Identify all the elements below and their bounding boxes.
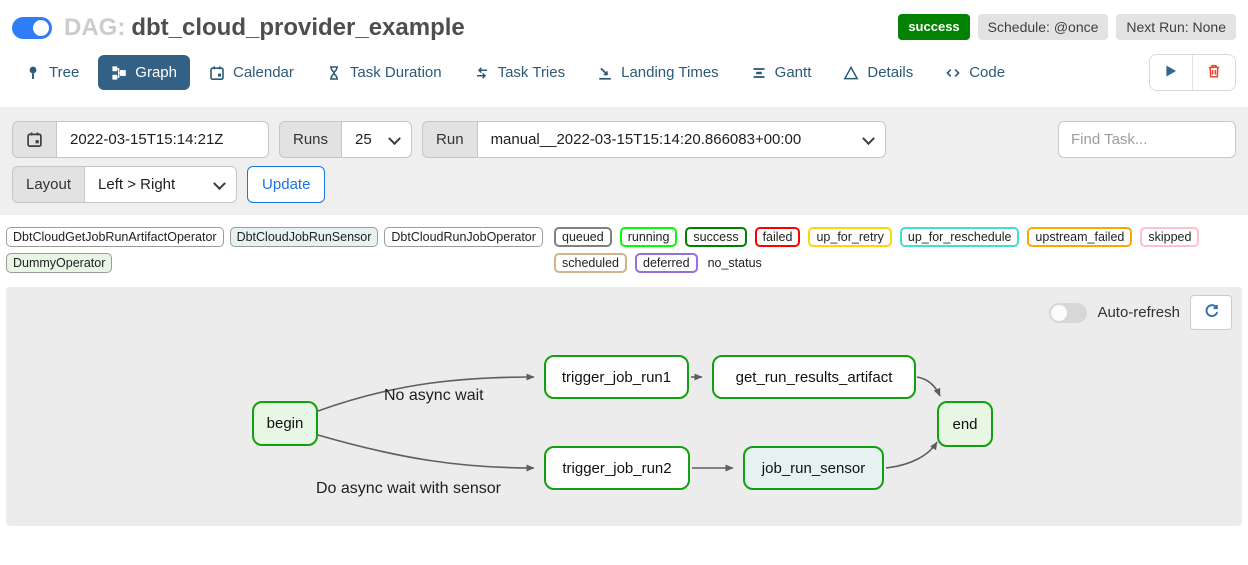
status-badge-success: success xyxy=(685,227,747,247)
dag-prefix: DAG: xyxy=(64,14,126,41)
next-run-badge: Next Run: None xyxy=(1116,14,1236,40)
status-badge-no_status: no_status xyxy=(705,253,764,273)
run-select[interactable]: manual__2022-03-15T15:14:20.866083+00:00 xyxy=(477,121,886,158)
status-badge: success xyxy=(898,14,970,40)
base-date-group xyxy=(12,121,269,158)
gantt-icon xyxy=(751,65,767,81)
filter-row-1: Runs 25 Run manual__2022-03-15T15:14:20.… xyxy=(12,121,1236,158)
graph-node-begin[interactable]: begin xyxy=(252,401,318,446)
dag-action-group xyxy=(1149,54,1236,91)
operator-badge: DbtCloudRunJobOperator xyxy=(384,227,543,247)
auto-refresh-knob xyxy=(1051,304,1068,321)
details-icon xyxy=(843,65,859,81)
edge-label: Do async wait with sensor xyxy=(316,480,501,497)
schedule-badge: Schedule: @once xyxy=(977,14,1109,40)
find-task-input[interactable] xyxy=(1058,121,1236,158)
view-tabbar: Tree Graph Calendar Task Duration Task Tries… xyxy=(0,46,1248,97)
tab-task-tries[interactable]: Task Tries xyxy=(461,55,579,90)
tab-label: Tree xyxy=(49,64,80,81)
edge-begin-to-trigger_job_run2 xyxy=(317,434,535,472)
layout-label: Layout xyxy=(12,166,86,203)
tab-label: Gantt xyxy=(774,64,812,81)
page-title: DAG:dbt_cloud_provider_example xyxy=(64,14,465,42)
tab-label: Code xyxy=(969,64,1006,81)
tab-label: Task Duration xyxy=(349,64,442,81)
status-badge-up_for_retry: up_for_retry xyxy=(808,227,892,247)
dag-edges xyxy=(317,373,941,472)
code-icon xyxy=(945,65,961,81)
status-badge-running: running xyxy=(619,227,678,247)
tree-icon xyxy=(25,65,41,81)
base-date-input[interactable] xyxy=(70,131,255,148)
auto-refresh-toggle[interactable] xyxy=(1049,302,1088,323)
layout-select[interactable]: Left > Right xyxy=(85,166,238,203)
status-legend: queued running success failed up_for_retry up… xyxy=(554,227,1242,273)
tab-graph[interactable]: Graph xyxy=(98,55,190,90)
status-badge-up_for_reschedule: up_for_reschedule xyxy=(899,227,1020,247)
graph-node-get_run_results_artifact[interactable]: get_run_results_artifact xyxy=(712,355,916,399)
status-badge-deferred: deferred xyxy=(635,253,698,273)
tab-label: Landing Times xyxy=(621,64,719,81)
hourglass-icon xyxy=(326,65,342,81)
trigger-dag-button[interactable] xyxy=(1150,55,1192,90)
dag-graph-canvas[interactable]: Auto-refresh begin trigger_job_run1 get_ru… xyxy=(6,287,1242,526)
toggle-knob xyxy=(33,20,49,36)
update-button[interactable]: Update xyxy=(247,166,326,203)
operator-badge: DbtCloudJobRunSensor xyxy=(229,227,379,247)
status-badge-skipped: skipped xyxy=(1140,227,1200,247)
tab-code[interactable]: Code xyxy=(932,55,1018,90)
graph-controls: Auto-refresh xyxy=(1049,295,1232,330)
graph-node-job_run_sensor[interactable]: job_run_sensor xyxy=(743,446,884,490)
tab-gantt[interactable]: Gantt xyxy=(738,55,825,90)
status-badge-upstream_failed: upstream_failed xyxy=(1027,227,1133,247)
dag-pause-toggle[interactable] xyxy=(12,17,52,39)
edge-label: No async wait xyxy=(384,387,484,404)
runs-group: Runs 25 xyxy=(279,121,413,158)
tab-label: Task Tries xyxy=(497,64,566,81)
tab-list: Tree Graph Calendar Task Duration Task Tries… xyxy=(12,55,1018,90)
runs-select[interactable]: 25 xyxy=(342,121,413,158)
tab-task-duration[interactable]: Task Duration xyxy=(313,55,455,90)
landing-icon xyxy=(597,65,613,81)
status-badge-queued: queued xyxy=(554,227,612,247)
tab-label: Details xyxy=(867,64,914,81)
graph-icon xyxy=(111,65,127,81)
tab-landing-times[interactable]: Landing Times xyxy=(584,55,732,90)
filter-panel: Runs 25 Run manual__2022-03-15T15:14:20.… xyxy=(0,107,1248,215)
edge-job_run_sensor-to-end xyxy=(885,441,938,469)
graph-node-trigger_job_run2[interactable]: trigger_job_run2 xyxy=(544,446,690,490)
operator-badge: DbtCloudGetJobRunArtifactOperator xyxy=(6,227,224,247)
tab-details[interactable]: Details xyxy=(830,55,926,90)
calendar-picker-icon[interactable] xyxy=(12,121,57,158)
header-badges: success Schedule: @once Next Run: None xyxy=(898,14,1236,40)
tab-tree[interactable]: Tree xyxy=(12,55,92,90)
filter-row-2: Layout Left > Right Update xyxy=(12,166,1236,203)
auto-refresh-label: Auto-refresh xyxy=(1097,304,1180,321)
run-label: Run xyxy=(422,121,478,158)
operator-badge: DummyOperator xyxy=(6,253,113,273)
run-group: Run manual__2022-03-15T15:14:20.866083+0… xyxy=(422,121,886,158)
delete-dag-button[interactable] xyxy=(1192,55,1235,90)
runs-label: Runs xyxy=(279,121,343,158)
graph-node-trigger_job_run1[interactable]: trigger_job_run1 xyxy=(544,355,689,399)
refresh-button[interactable] xyxy=(1190,295,1232,330)
trash-icon xyxy=(1206,63,1222,82)
tab-label: Graph xyxy=(135,64,177,81)
dag-header: DAG:dbt_cloud_provider_example success S… xyxy=(0,0,1248,46)
calendar-icon xyxy=(209,65,225,81)
edge-get_run_results_artifact-to-end xyxy=(916,376,941,397)
play-icon xyxy=(1163,63,1179,82)
tab-calendar[interactable]: Calendar xyxy=(196,55,307,90)
graph-node-end[interactable]: end xyxy=(937,401,993,447)
edge-begin-to-trigger_job_run1 xyxy=(317,373,535,412)
status-badge-scheduled: scheduled xyxy=(554,253,627,273)
status-badge-failed: failed xyxy=(754,227,801,247)
refresh-icon xyxy=(1203,303,1220,323)
repeat-icon xyxy=(474,65,490,81)
dag-id: dbt_cloud_provider_example xyxy=(131,14,465,41)
tab-label: Calendar xyxy=(233,64,294,81)
layout-group: Layout Left > Right xyxy=(12,166,238,203)
